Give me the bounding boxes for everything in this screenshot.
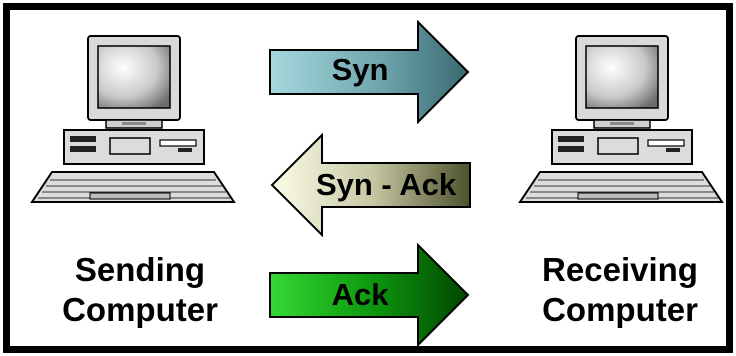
receiver-caption-line2: Computer xyxy=(542,291,698,328)
syn-ack-arrow xyxy=(270,133,471,237)
receiver-caption-line1: Receiving xyxy=(542,251,698,288)
syn-arrow xyxy=(269,20,470,124)
sender-caption: Sending Computer xyxy=(20,250,260,330)
receiving-computer-icon xyxy=(518,35,724,203)
sending-computer-icon xyxy=(30,35,236,203)
sender-caption-line1: Sending xyxy=(74,251,206,288)
syn-ack-label: Syn - Ack xyxy=(315,167,457,202)
diagram-inner-border xyxy=(9,9,727,347)
receiver-caption: Receiving Computer xyxy=(500,250,736,330)
sender-caption-line2: Computer xyxy=(62,291,218,328)
syn-label: Syn xyxy=(331,52,389,87)
ack-arrow xyxy=(269,243,470,347)
ack-label: Ack xyxy=(331,277,389,312)
